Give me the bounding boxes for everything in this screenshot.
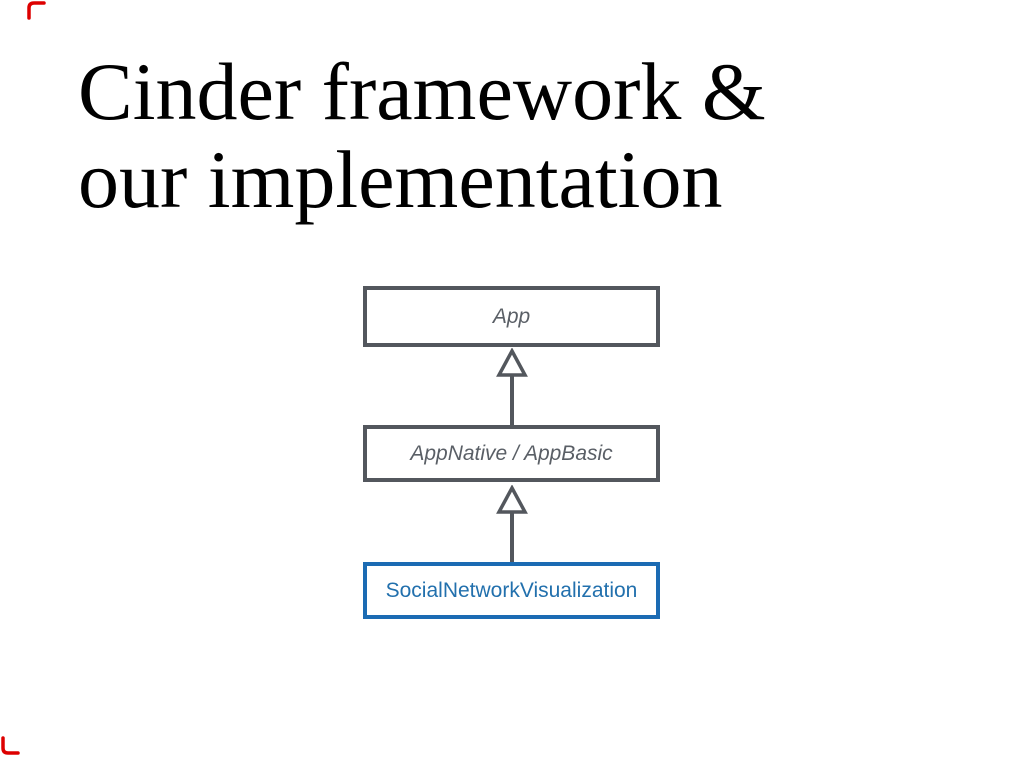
inheritance-arrow-socialnetworkvisualization-to-appnative bbox=[496, 485, 528, 563]
slide-title-line-1: Cinder framework & bbox=[78, 46, 766, 137]
inheritance-arrow-head bbox=[496, 348, 528, 377]
slide-title: Cinder framework & our implementation bbox=[78, 48, 766, 224]
diagram-node-app: App bbox=[363, 286, 660, 347]
inheritance-arrow-head bbox=[496, 485, 528, 514]
diagram-node-socialnetworkvisualization: SocialNetworkVisualization bbox=[363, 562, 660, 619]
diagram-node-appnative-appbasic-label: AppNative / AppBasic bbox=[410, 442, 613, 465]
red-corner-mark-path bbox=[27, 1, 46, 20]
diagram-node-appnative-appbasic: AppNative / AppBasic bbox=[363, 425, 660, 482]
slide-title-line-2: our implementation bbox=[78, 134, 723, 225]
red-corner-mark-top-left bbox=[27, 1, 46, 20]
red-corner-mark-bottom-left bbox=[1, 736, 20, 755]
inheritance-arrow-appnative-to-app bbox=[496, 348, 528, 426]
diagram-node-app-label: App bbox=[492, 305, 531, 328]
red-corner-mark-path bbox=[1, 736, 20, 755]
diagram-node-socialnetworkvisualization-label: SocialNetworkVisualization bbox=[385, 579, 638, 602]
